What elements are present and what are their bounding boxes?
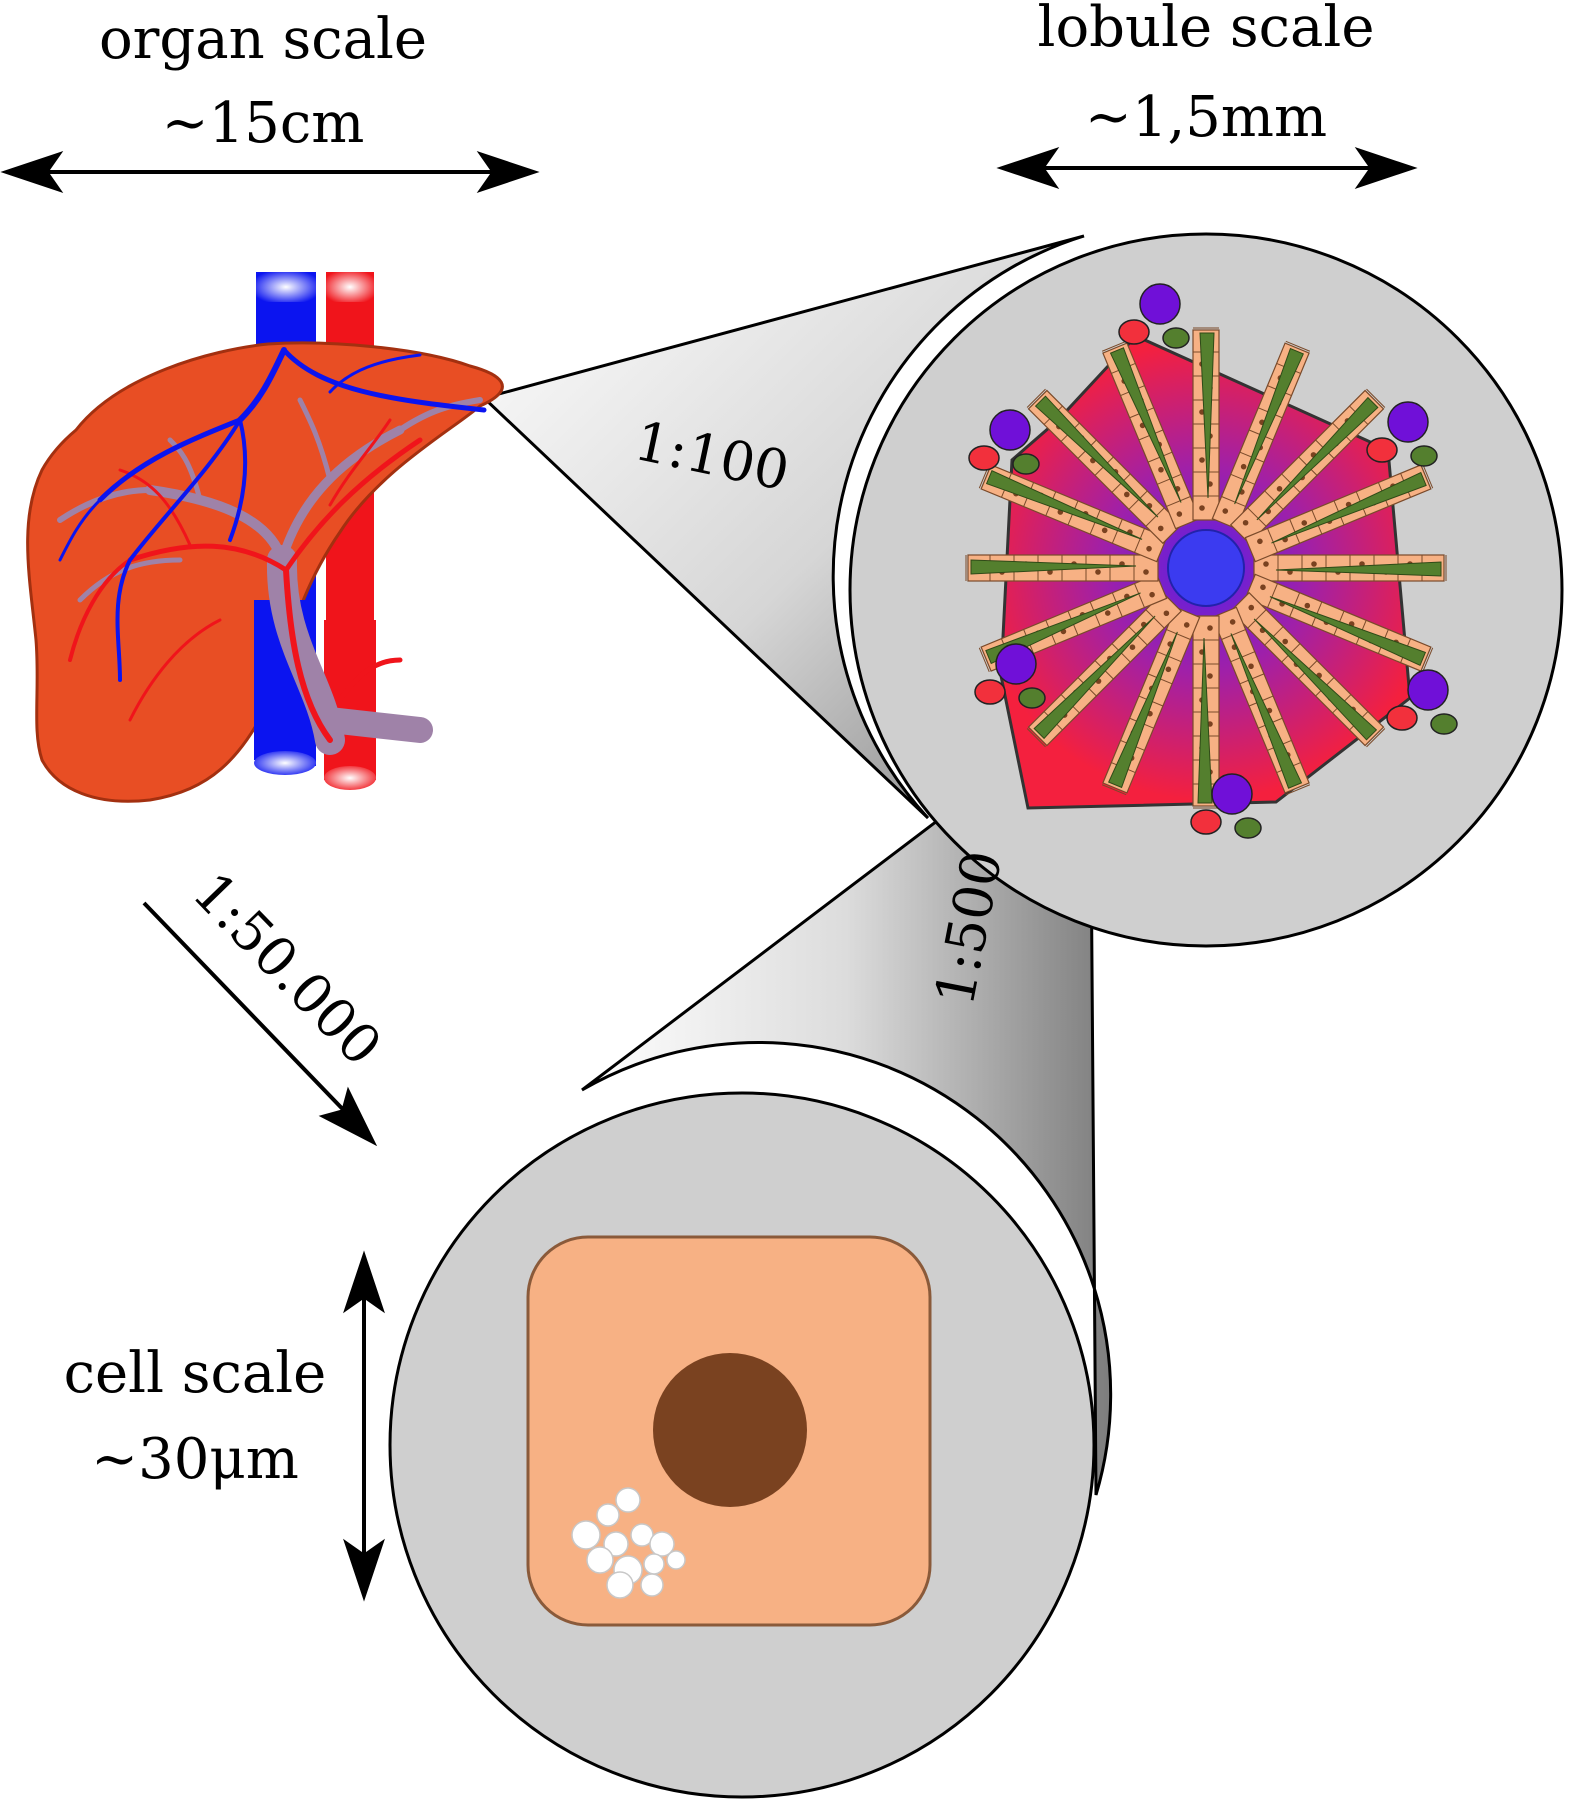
portal-triad (1366, 401, 1438, 467)
cell-nucleus (653, 1353, 807, 1507)
hepatocyte-cord (1026, 388, 1183, 545)
cell-scale-size: ~30μm (91, 1427, 299, 1492)
cell-scale-arrow (343, 1250, 385, 1602)
hepatocyte-cord (1026, 591, 1183, 748)
hepatocyte-cord (1211, 606, 1311, 796)
hepatocyte-cord (1192, 615, 1220, 809)
lipid-droplets (571, 1487, 686, 1599)
portal-triad (1118, 283, 1190, 349)
ratio-organ-label: 1:50.000 (181, 860, 394, 1077)
hepatocyte-cord (1229, 591, 1386, 748)
liver-organ (26, 272, 504, 803)
cell-view (388, 1091, 1096, 1799)
hepatocyte-cord (1101, 606, 1201, 796)
lobule-scale-arrow (996, 147, 1418, 189)
portal-triad (968, 409, 1040, 475)
organ-scale-arrow (0, 151, 540, 193)
hepatocyte-cord (1229, 388, 1386, 545)
hepatocyte-cord (1244, 463, 1434, 563)
lobule-view (848, 232, 1564, 948)
hepatocyte-cord (1101, 340, 1201, 530)
portal-triad (1190, 773, 1262, 839)
hepatocyte-cord (965, 554, 1159, 582)
organ-scale-size: ~15cm (162, 91, 365, 156)
hepatocyte-cord (1253, 554, 1447, 582)
cell-scale-title: cell scale (64, 1341, 327, 1406)
central-vein (1167, 529, 1245, 607)
hepatocyte-cord (1211, 340, 1311, 530)
zoom-cone-lobule (481, 234, 1085, 820)
portal-triad (974, 643, 1046, 709)
lobule-scale-size: ~1,5mm (1085, 85, 1327, 150)
lobule-scale-title: lobule scale (1038, 0, 1375, 60)
hepatocyte-cord (1192, 327, 1220, 521)
hepatocyte-cord (1244, 573, 1434, 673)
portal-triad (1386, 669, 1458, 735)
organ-to-cell-arrow (142, 901, 378, 1147)
hepatocyte-cord (978, 463, 1168, 563)
organ-scale-title: organ scale (99, 7, 427, 72)
zoom-cone-cell (581, 701, 1113, 1496)
